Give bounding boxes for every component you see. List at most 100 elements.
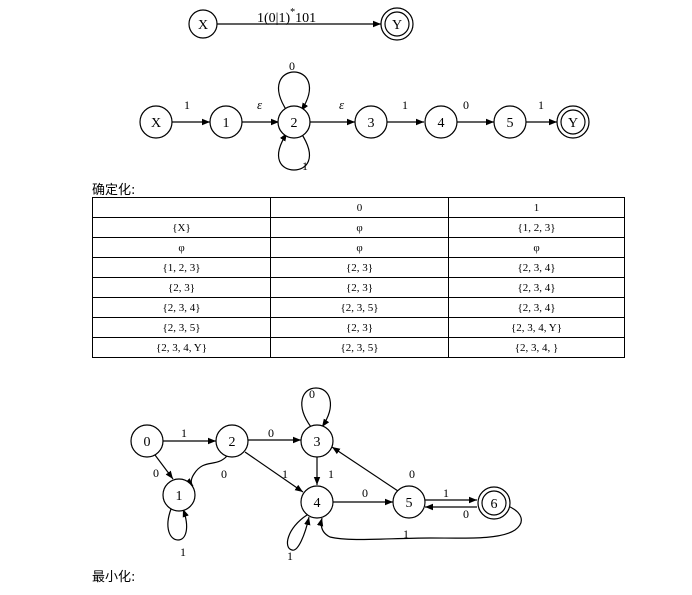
table-cell: {2, 3, 4} (448, 277, 625, 298)
dfa-state-3: 3 (300, 424, 334, 458)
state-Y-accepting: Y (380, 7, 414, 41)
nfa-state-1: 1 (209, 105, 243, 139)
nfa-edge-label: 0 (463, 98, 469, 112)
dfa-edge-label: 0 (463, 507, 469, 521)
table-cell: {2, 3} (270, 277, 449, 298)
dfa-edge-2-1 (185, 455, 228, 487)
table-cell: φ (270, 217, 449, 238)
svg-text:3: 3 (314, 435, 321, 450)
dfa-edge-label: 0 (153, 466, 159, 480)
svg-text:X: X (198, 18, 208, 33)
nfa-state-3: 3 (354, 105, 388, 139)
dfa-state-5: 5 (392, 485, 426, 519)
nfa-state-2: 2 (277, 105, 311, 139)
nfa-edge-label: ε (339, 97, 345, 112)
table-cell: 1 (448, 197, 625, 218)
dfa-edge-label: 1 (180, 545, 186, 559)
svg-text:Y: Y (568, 116, 578, 131)
dfa-edge-label: 0 (362, 486, 368, 500)
table-cell: {2, 3, 4, Y} (448, 317, 625, 338)
svg-text:4: 4 (438, 116, 445, 131)
table-row: {2, 3}{2, 3}{2, 3, 4} (92, 277, 625, 298)
svg-text:0: 0 (144, 435, 151, 450)
svg-text:2: 2 (229, 435, 236, 450)
nfa-edge-label: 1 (402, 98, 408, 112)
nfa-state-Y-accepting: Y (556, 105, 590, 139)
dfa-edge-label: 1 (328, 467, 334, 481)
dfa-loop-1 (167, 508, 189, 541)
dfa-edge-label: 1 (443, 486, 449, 500)
table-cell: {2, 3, 4, Y} (92, 337, 271, 358)
dfa-edge-2-4 (244, 451, 304, 493)
dfa-state-1: 1 (162, 478, 196, 512)
dfa-state-0: 0 (130, 424, 164, 458)
dfa-edge-6-4 (316, 505, 522, 541)
table-cell: {2, 3, 4} (448, 297, 625, 318)
edge-label-regex: 1(0|1)*101 (257, 7, 316, 26)
table-cell: φ (448, 237, 625, 258)
svg-text:X: X (151, 116, 161, 131)
svg-text:1: 1 (223, 116, 230, 131)
svg-text:5: 5 (406, 496, 413, 511)
table-cell: {X} (92, 217, 271, 238)
dfa-state-6-accepting: 6 (477, 486, 511, 520)
dfa-edge-label: 0 (221, 467, 227, 481)
nfa-edge-label: 0 (289, 59, 295, 73)
dfa-edge-label: 0 (409, 467, 415, 481)
table-cell: {2, 3} (270, 317, 449, 338)
dfa-edge-label: 1 (287, 549, 293, 563)
regex-diagram: 1(0|1)*101 X Y (188, 7, 414, 41)
table-cell: 0 (270, 197, 449, 218)
nfa-edge-label: 1 (538, 98, 544, 112)
dfa-state-4: 4 (300, 485, 334, 519)
svg-text:1: 1 (176, 489, 183, 504)
svg-text:5: 5 (507, 116, 514, 131)
dfa-edge-label: 1 (403, 527, 409, 541)
table-row: {2, 3, 4, Y}{2, 3, 5}{2, 3, 4, } (92, 337, 625, 358)
svg-text:6: 6 (491, 497, 498, 512)
table-row: {2, 3, 4}{2, 3, 5}{2, 3, 4} (92, 297, 625, 318)
nfa-state-4: 4 (424, 105, 458, 139)
dfa-edge-0-1 (154, 454, 174, 480)
nfa-loop-2-1 (277, 132, 311, 171)
table-cell: {2, 3, 4, } (448, 337, 625, 358)
dfa-loop-3 (301, 387, 331, 428)
nfa-edge-label: ε (257, 97, 263, 112)
svg-text:3: 3 (368, 116, 375, 131)
table-cell: φ (270, 237, 449, 258)
dfa-state-2: 2 (215, 424, 249, 458)
table-cell: {2, 3, 4} (448, 257, 625, 278)
table-row: {X}φ{1, 2, 3} (92, 217, 625, 238)
dfa-edge-label: 0 (309, 387, 315, 401)
dfa-edge-5-3 (331, 446, 399, 492)
svg-text:2: 2 (291, 116, 298, 131)
table-cell: {2, 3, 5} (270, 337, 449, 358)
table-cell: {2, 3} (92, 277, 271, 298)
table-row: {1, 2, 3}{2, 3}{2, 3, 4} (92, 257, 625, 278)
dfa-diagram: 1 0 1 0 0 1 0 1 1 0 0 1 0 1 0 1 2 3 4 5 … (130, 387, 522, 563)
table-cell: {2, 3, 5} (270, 297, 449, 318)
table-row: {2, 3, 5}{2, 3}{2, 3, 4, Y} (92, 317, 625, 338)
table-cell: {2, 3, 4} (92, 297, 271, 318)
nfa-edge-label: 1 (184, 98, 190, 112)
dfa-edge-label: 1 (181, 426, 187, 440)
state-X: X (188, 9, 218, 39)
table-cell: φ (92, 237, 271, 258)
table-cell: {1, 2, 3} (448, 217, 625, 238)
nfa-state-5: 5 (493, 105, 527, 139)
dfa-loop-4 (286, 514, 311, 551)
table-cell: {2, 3, 5} (92, 317, 271, 338)
svg-text:Y: Y (392, 18, 402, 33)
nfa-state-X: X (139, 105, 173, 139)
determinize-label: 确定化: (92, 183, 136, 198)
minimize-label: 最小化: (92, 570, 136, 585)
dfa-edge-label: 1 (282, 467, 288, 481)
table-cell: {2, 3} (270, 257, 449, 278)
dfa-edge-label: 0 (268, 426, 274, 440)
svg-text:4: 4 (314, 496, 321, 511)
table-cell: {1, 2, 3} (92, 257, 271, 278)
